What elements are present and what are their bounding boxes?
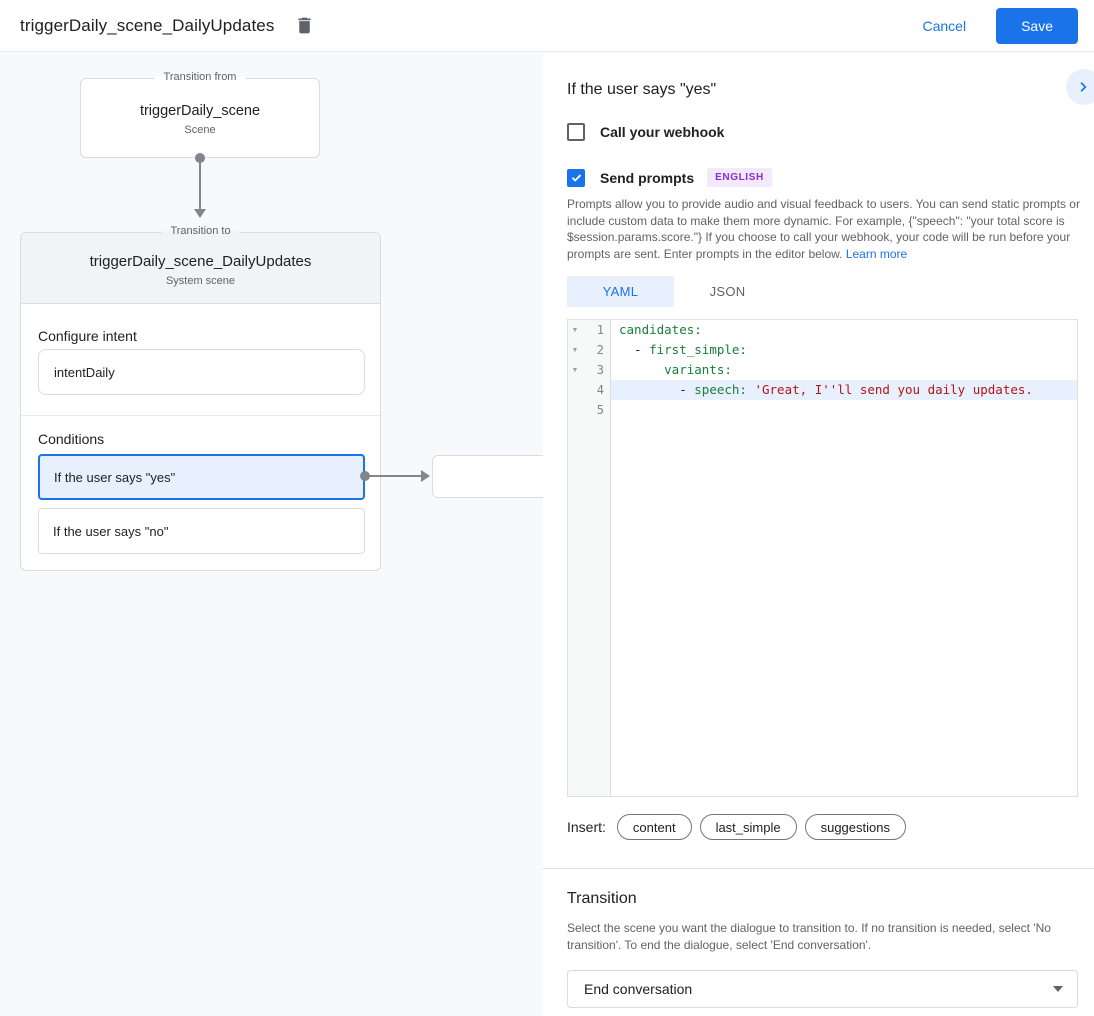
insert-chip-content[interactable]: content [616,814,692,840]
insert-chip-last-simple[interactable]: last_simple [699,814,797,840]
code-token [619,362,664,377]
connector-dot [195,153,205,163]
insert-row: Insert: content last_simple suggestions [567,814,1078,840]
conditions-label: Conditions [38,431,105,447]
editor-code-area[interactable]: candidates: - first_simple: variants: - … [611,320,1077,796]
format-tabs: YAML JSON [567,276,1078,307]
cancel-button[interactable]: Cancel [922,17,967,34]
to-scene-name: triggerDaily_scene_DailyUpdates [89,253,312,270]
code-token: variants: [664,362,732,377]
editor-gutter: 1 2 3 4 5 [568,320,611,796]
dropdown-caret-icon [1053,986,1063,992]
transition-select[interactable]: End conversation [567,970,1078,1008]
code-line-2[interactable]: - first_simple: [611,340,1077,360]
learn-more-link[interactable]: Learn more [845,246,908,261]
send-prompts-checkbox[interactable] [567,168,585,187]
chevron-right-icon [1080,82,1087,92]
from-scene-name: triggerDaily_scene [139,103,261,119]
line-number: 1 [596,323,604,337]
arrow-down-icon [194,209,206,218]
code-token: candidates: [619,322,702,337]
header-bar: triggerDaily_scene_DailyUpdates Cancel S… [0,0,1094,52]
insert-chip-suggestions[interactable]: suggestions [804,814,906,840]
transition-to-node: Transition to triggerDaily_scene_DailyUp… [20,225,381,571]
gutter-row: 4 [568,380,610,400]
call-webhook-checkbox[interactable] [567,123,585,141]
send-prompts-label: Send prompts [600,169,695,186]
transition-to-legend: Transition to [161,225,240,237]
transition-selected-value: End conversation [584,981,693,997]
section-divider [543,868,1094,869]
transition-from-node[interactable]: Transition from triggerDaily_scene Scene [80,71,320,158]
line-number: 5 [596,403,604,417]
code-token: 'Great, I''ll send you daily updates. [754,382,1033,397]
scene-flow-canvas: Transition from triggerDaily_scene Scene… [0,52,543,1016]
connector-dot [360,471,370,481]
delete-scene-button[interactable] [292,14,316,38]
connector-line [365,475,422,477]
condition-item-yes[interactable]: If the user says "yes" [38,454,365,500]
header-actions: Cancel Save [922,7,1078,44]
to-node-header[interactable]: Transition to triggerDaily_scene_DailyUp… [21,225,380,304]
fold-toggle-icon[interactable] [568,367,582,374]
prompts-description-text: Prompts allow you to provide audio and v… [567,197,1080,261]
call-webhook-label: Call your webhook [600,124,725,140]
condition-item-no[interactable]: If the user says "no" [38,508,365,554]
code-line-1[interactable]: candidates: [611,320,1077,340]
line-number: 3 [596,363,604,377]
node-divider [21,415,380,416]
code-token: first_simple: [649,342,747,357]
condition-detail-panel: If the user says "yes" Call your webhook… [543,52,1094,1016]
yaml-code-editor[interactable]: 1 2 3 4 5 candidates: - first_simple: [567,319,1078,797]
transition-from-legend: Transition from [154,71,246,83]
trash-icon [298,17,311,34]
insert-label: Insert: [567,819,606,835]
code-line-3[interactable]: variants: [611,360,1077,380]
line-number: 4 [596,383,604,397]
tab-yaml[interactable]: YAML [567,276,674,307]
gutter-row: 3 [568,360,610,380]
to-scene-type: System scene [165,275,236,287]
code-line-5[interactable] [611,400,1077,420]
transition-target-node[interactable] [432,455,543,498]
gutter-row: 5 [568,400,610,420]
save-button[interactable]: Save [996,7,1078,44]
fold-toggle-icon[interactable] [568,327,582,334]
language-badge: ENGLISH [707,168,772,187]
line-number: 2 [596,343,604,357]
header-left: triggerDaily_scene_DailyUpdates [20,14,316,38]
connector-line [199,158,201,210]
code-token: - [619,342,650,357]
intent-field[interactable]: intentDaily [38,349,365,395]
code-token: speech: [694,382,755,397]
collapse-panel-button[interactable] [1066,69,1094,105]
checkmark-icon [571,174,581,182]
from-scene-type: Scene [184,124,216,136]
configure-intent-label: Configure intent [38,328,137,344]
code-line-4[interactable]: - speech: 'Great, I''ll send you daily u… [611,380,1077,400]
prompts-description: Prompts allow you to provide audio and v… [567,196,1083,262]
arrow-right-icon [421,470,430,482]
gutter-row: 2 [568,340,610,360]
tab-json[interactable]: JSON [709,284,746,299]
panel-heading: If the user says "yes" [567,81,717,98]
send-prompts-row: Send prompts ENGLISH [567,168,1078,187]
code-token: - [619,382,695,397]
transition-heading: Transition [567,890,637,907]
gutter-row: 1 [568,320,610,340]
page-title: triggerDaily_scene_DailyUpdates [20,15,275,35]
webhook-row: Call your webhook [567,123,1078,141]
transition-description: Select the scene you want the dialogue t… [567,921,1051,952]
fold-toggle-icon[interactable] [568,347,582,354]
